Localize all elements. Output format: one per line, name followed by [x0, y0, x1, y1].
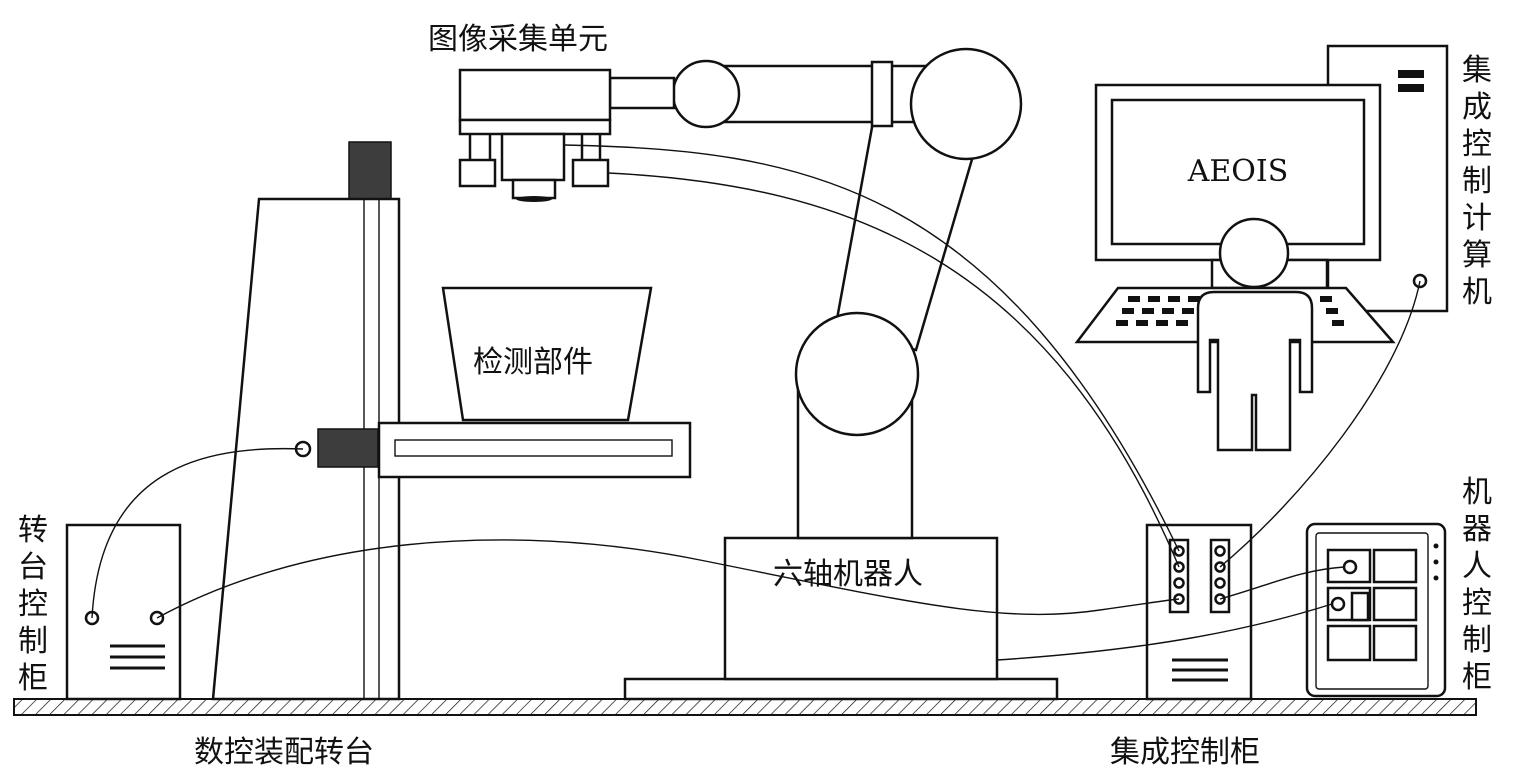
- image-unit-label: 图像采集单元: [428, 22, 608, 57]
- svg-text:制: 制: [1462, 623, 1492, 658]
- turntable-control-cabinet: [65, 523, 182, 701]
- svg-text:台: 台: [18, 550, 48, 585]
- svg-text:柜: 柜: [1462, 660, 1492, 695]
- screen-text: AEOIS: [1187, 154, 1289, 189]
- robot-control-cabinet: [1305, 522, 1447, 698]
- integrated-cabinet-label: 集成控制柜: [1110, 735, 1260, 770]
- svg-text:器: 器: [1462, 512, 1492, 547]
- svg-text:计: 计: [1462, 201, 1492, 236]
- test-part: [441, 286, 653, 422]
- ground: [13, 698, 1477, 716]
- svg-text:转: 转: [18, 513, 48, 548]
- assembly-turntable-label: 数控装配转台: [194, 735, 374, 770]
- svg-text:机: 机: [1462, 275, 1492, 310]
- computer-label: 集 成 控 制 计 算 机: [1462, 53, 1492, 310]
- svg-text:制: 制: [1462, 164, 1492, 199]
- svg-text:机: 机: [1462, 475, 1492, 510]
- svg-text:成: 成: [1462, 90, 1492, 125]
- operator-figure: [1196, 217, 1314, 452]
- svg-text:制: 制: [18, 624, 48, 659]
- svg-text:人: 人: [1462, 549, 1492, 584]
- svg-text:控: 控: [1462, 127, 1492, 162]
- integrated-control-cabinet: [1145, 523, 1253, 701]
- svg-text:集: 集: [1462, 53, 1492, 88]
- svg-text:控: 控: [1462, 586, 1492, 621]
- robot-arm: [608, 47, 1023, 437]
- robot-cabinet-label: 机 器 人 控 制 柜: [1462, 475, 1492, 695]
- cables: [91, 144, 1421, 661]
- svg-text:柜: 柜: [18, 661, 48, 696]
- image-acquisition-unit: [458, 68, 612, 202]
- test-part-label: 检测部件: [473, 345, 593, 380]
- turntable-cabinet-label: 转 台 控 制 柜: [18, 513, 48, 696]
- svg-text:控: 控: [18, 587, 48, 622]
- svg-text:算: 算: [1462, 238, 1492, 273]
- robot-label: 六轴机器人: [773, 557, 923, 592]
